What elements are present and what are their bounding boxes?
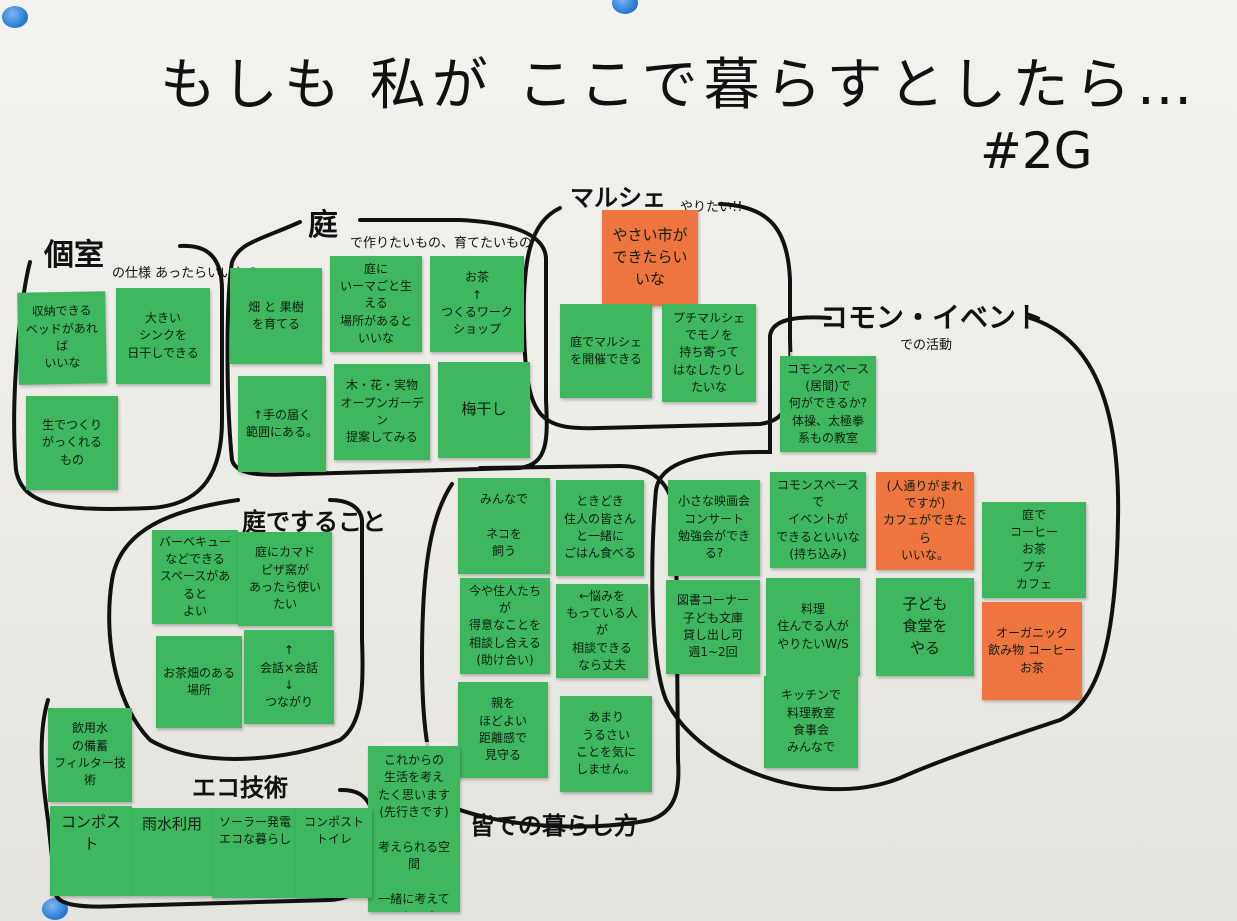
pushpin-icon [2, 6, 28, 28]
sticky-note: ソーラー発電 エコな暮らし [212, 808, 298, 898]
sticky-note: 畑 と 果樹 を育てる [230, 268, 322, 364]
group-label: #2G [980, 122, 1093, 180]
sticky-note: 子ども 食堂を やる [876, 578, 974, 676]
section-title-garden-do: 庭ですること [242, 508, 386, 536]
section-subtitle-common: での活動 [900, 338, 953, 353]
section-title-private-room: 個室 [44, 238, 104, 273]
sticky-note: 料理 住んでる人が やりたいW/S [766, 578, 860, 676]
sticky-note: (人通りがまれ ですが) カフェができたら いいな。 [876, 472, 974, 570]
sticky-note: 庭にカマド ピザ窯が あったら使いたい [238, 532, 332, 626]
section-subtitle-private-room: の仕様 あったらいいもの [112, 266, 260, 281]
section-title-marche: マルシェ [570, 184, 666, 212]
pushpin-icon [42, 898, 68, 920]
sticky-note: 大きい シンクを 日干しできる [116, 288, 210, 384]
sticky-note: 庭で コーヒー お茶 プチ カフェ [982, 502, 1086, 598]
sticky-note: プチマルシェでモノを 持ち寄って はなしたりしたいな [662, 304, 756, 402]
section-title-living: 皆での暮らし方 [470, 812, 638, 840]
sticky-note: 収納できる ベッドがあれば いいな [17, 291, 107, 385]
sticky-note: ←悩みを もっている人が 相談できる なら丈夫 [556, 584, 648, 678]
sticky-note: 木・花・実物 オープンガーデン 提案してみる [334, 364, 430, 460]
sticky-note: キッチンで 料理教室 食事会 みんなで [764, 676, 858, 768]
sticky-note: これからの 生活を考え たく思います (先行きです) 考えられる空間 一緒に考え… [368, 746, 460, 912]
section-title-garden: 庭 [308, 208, 338, 243]
sticky-note: あまり うるさい ことを気に しません。 [560, 696, 652, 792]
sticky-note: 梅干し [438, 362, 530, 458]
sticky-note: お茶 ↑ つくるワークショップ [430, 256, 524, 352]
sticky-note: ↑手の届く 範囲にある。 [238, 376, 326, 472]
sticky-note: 図書コーナー 子ども文庫 貸し出し可 週1~2回 [666, 580, 760, 674]
page-title: もしも 私が ここで暮らすとしたら… [160, 53, 1199, 118]
sticky-note: 庭に いーマごと生える 場所があると いいな [330, 256, 422, 352]
section-title-common: コモン・イベント [820, 301, 1045, 334]
sticky-note: 小さな映画会 コンサート 勉強会ができる? [668, 480, 760, 576]
sticky-note: みんなで ネコを 飼う [458, 478, 550, 574]
pushpin-icon [612, 0, 638, 14]
sticky-note: 雨水利用 [132, 808, 212, 896]
section-subtitle-garden: で作りたいもの、育てたいもの [350, 236, 533, 251]
sticky-note: コモンスペース (居間)で 何ができるか? 体操、太極拳 系もの教室 [780, 356, 876, 452]
section-title-eco: エコ技術 [192, 774, 288, 802]
sticky-note: 親を ほどよい 距離感で 見守る [458, 682, 548, 778]
sticky-note: バーベキュー などできる スペースがあると よい [152, 530, 238, 624]
sticky-note: お茶畑のある 場所 [156, 636, 242, 728]
sticky-note: ときどき 住人の皆さん と一緒に ごはん食べる [556, 480, 644, 576]
sticky-note: オーガニック 飲み物 コーヒー お茶 [982, 602, 1082, 700]
sticky-note: 今や住人たちが 得意なことを 相談し合える (助け合い) [460, 578, 550, 674]
sticky-note: やさい市が できたらいいな [602, 210, 698, 306]
sticky-note: 飲用水 の備蓄 フィルター技術 [48, 708, 132, 802]
sticky-note: 生でつくり がっくれる もの [26, 396, 118, 490]
sticky-note: 庭でマルシェ を開催できる [560, 304, 652, 398]
sticky-note: コモンスペースで イベントが できるといいな (持ち込み) [770, 472, 866, 568]
sticky-note: コンポスト [50, 806, 132, 896]
sticky-note: コンポスト トイレ [296, 808, 372, 898]
sticky-note: ↑ 会話×会話 ↓ つながり [244, 630, 334, 724]
